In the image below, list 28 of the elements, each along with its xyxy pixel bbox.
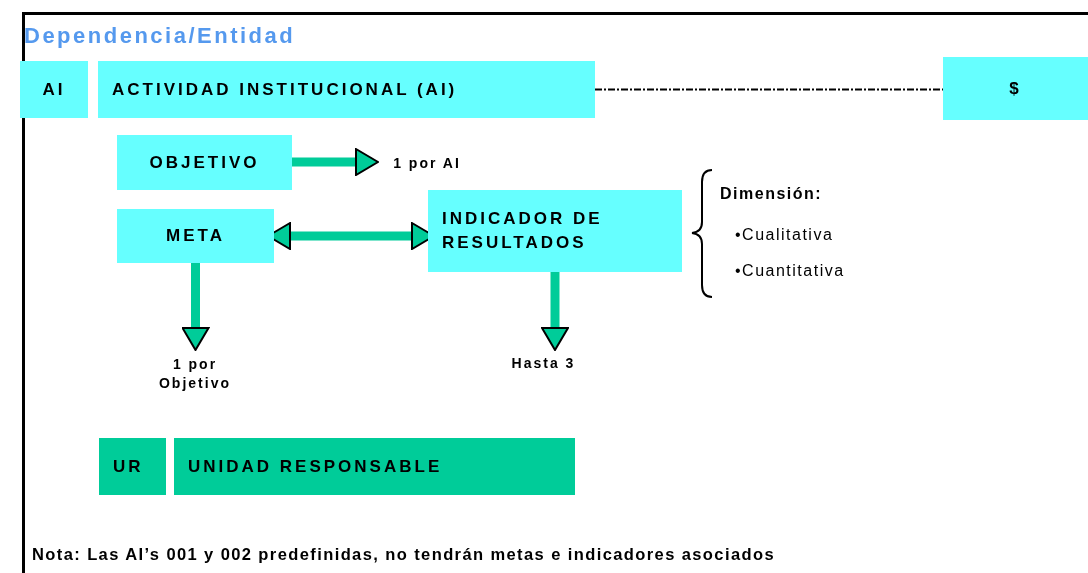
box-label: META [166,225,225,248]
annotation-text: 1 por Objetivo [135,344,255,394]
label-box [117,135,292,190]
box-label: UR [113,455,144,478]
block-arrow [181,263,210,351]
box-label: INDICADOR DE RESULTADOS [442,208,604,254]
box-label: $ [1009,77,1022,100]
box-label: OBJETIVO [149,151,260,174]
label-box [117,209,274,263]
annotation-text: 1 por AI [372,150,482,174]
box-label: UNIDAD RESPONSABLE [188,455,443,478]
box-label: AI [42,78,66,101]
block-arrow [292,148,379,176]
note-text: Nota: Las AI’s 001 y 002 predefinidas, no tendrán metas e indicadores asociados [32,545,775,564]
annotation-text: Hasta 3 [486,344,601,374]
label-box [943,57,1088,120]
dimension-heading: Dimensión: [720,185,823,203]
label-box [428,190,682,272]
heading: Dependencia/Entidad [24,23,296,49]
label-box [98,61,595,118]
bullet-item: •Cuantitativa [735,262,845,280]
diagram-frame [22,12,1088,573]
block-arrow [541,272,569,351]
label-box [99,438,166,495]
bullet-item: •Cualitativa [735,226,834,244]
label-box [20,61,88,118]
label-box [174,438,575,495]
box-label: ACTIVIDAD INSTITUCIONAL (AI) [112,78,458,101]
